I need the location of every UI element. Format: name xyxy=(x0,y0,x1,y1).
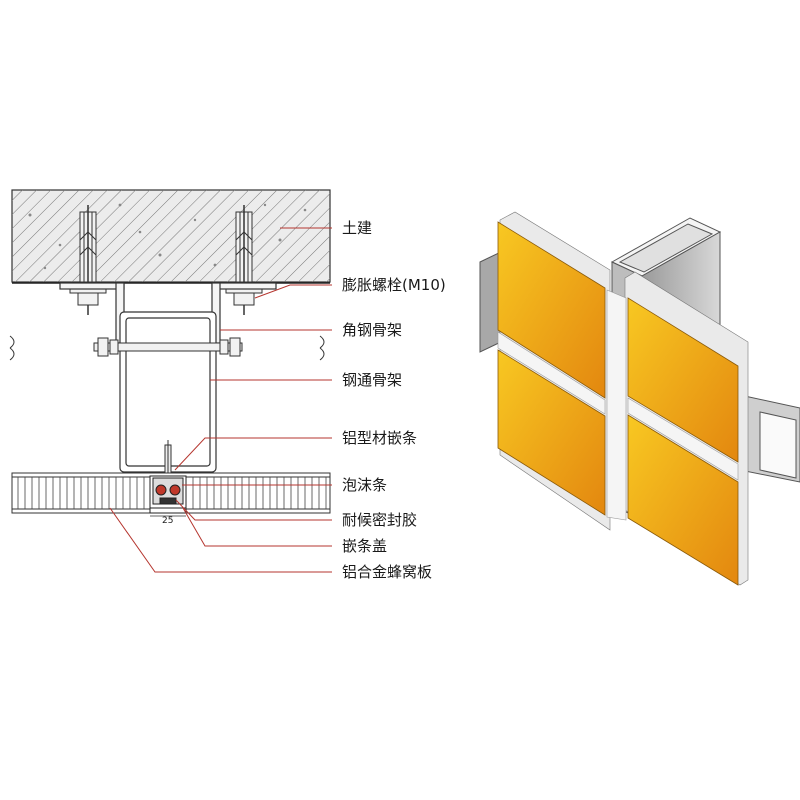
joint-detail xyxy=(149,475,187,514)
aluminum-panels xyxy=(497,221,739,586)
panel-top-left xyxy=(497,221,606,399)
label-expansion-bolt: 膨胀螺栓(M10) xyxy=(342,276,446,294)
label-steel-tube: 钢通骨架 xyxy=(342,371,402,389)
break-mark-left xyxy=(9,335,15,361)
section-drawing: 25 土建 膨胀螺栓(M10) 角钢骨架 钢通骨架 铝型材嵌条 泡沫条 耐候密封… xyxy=(9,189,446,581)
foam-rod-right xyxy=(169,484,181,496)
concrete-hatch xyxy=(12,190,330,282)
label-honeycomb-panel: 铝合金蜂窝板 xyxy=(342,563,432,581)
label-civil: 土建 xyxy=(342,219,372,237)
sealant xyxy=(159,497,177,505)
expansion-bolt-left xyxy=(69,205,107,315)
panel-bottom-left xyxy=(497,349,606,516)
dimension-label: 25 xyxy=(162,516,173,526)
fixing-screw xyxy=(164,440,172,478)
break-mark-right xyxy=(319,335,325,361)
leader-lines xyxy=(109,227,332,573)
panel-top-right xyxy=(627,297,739,463)
joint-strips xyxy=(497,289,739,521)
foam-rod-left xyxy=(155,484,167,496)
isometric-view xyxy=(479,211,800,586)
panel-bottom-right xyxy=(627,414,739,586)
label-aluminum-strip: 铝型材嵌条 xyxy=(342,429,417,447)
through-bolt xyxy=(93,337,243,357)
concrete-aggregate xyxy=(28,203,307,270)
label-angle-steel: 角钢骨架 xyxy=(342,321,402,339)
label-strip-cover: 嵌条盖 xyxy=(342,537,387,555)
label-sealant: 耐候密封胶 xyxy=(342,511,417,529)
label-foam-rod: 泡沫条 xyxy=(342,476,387,494)
